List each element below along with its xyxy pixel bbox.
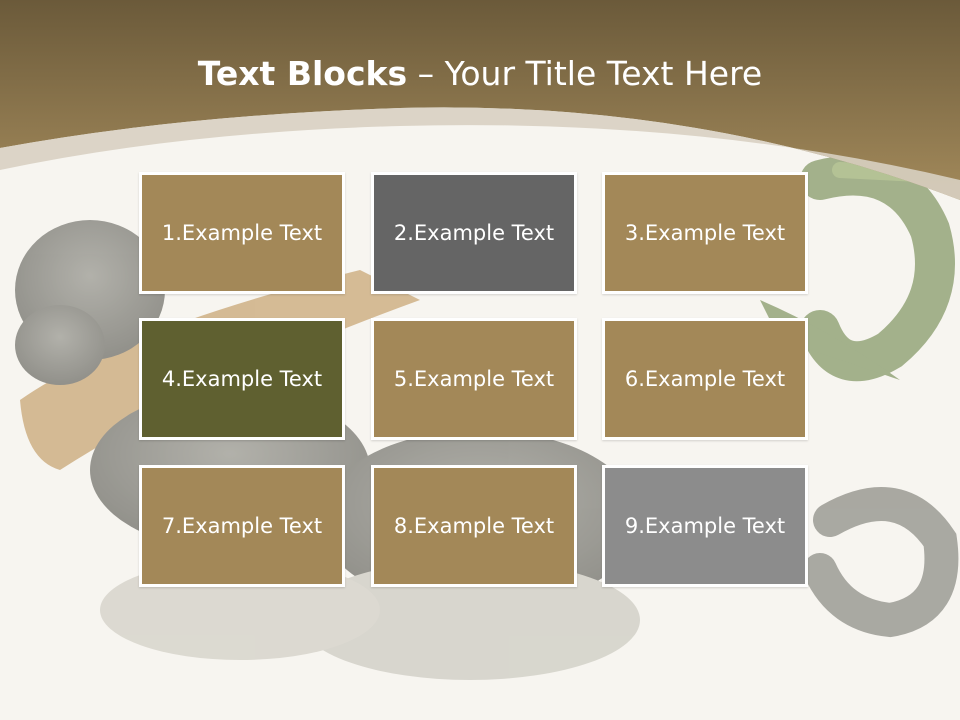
header-band [0, 0, 960, 200]
text-block-4: 4.Example Text [139, 318, 345, 440]
text-block-8: 8.Example Text [371, 465, 577, 587]
text-block-3: 3.Example Text [602, 172, 808, 294]
text-block-2: 2.Example Text [371, 172, 577, 294]
text-block-6: 6.Example Text [602, 318, 808, 440]
text-block-9: 9.Example Text [602, 465, 808, 587]
slide-title: Text Blocks – Your Title Text Here [0, 52, 960, 96]
text-block-1: 1.Example Text [139, 172, 345, 294]
title-bold: Text Blocks [197, 54, 408, 93]
text-block-7: 7.Example Text [139, 465, 345, 587]
text-block-5: 5.Example Text [371, 318, 577, 440]
title-rest: – Your Title Text Here [407, 54, 763, 93]
